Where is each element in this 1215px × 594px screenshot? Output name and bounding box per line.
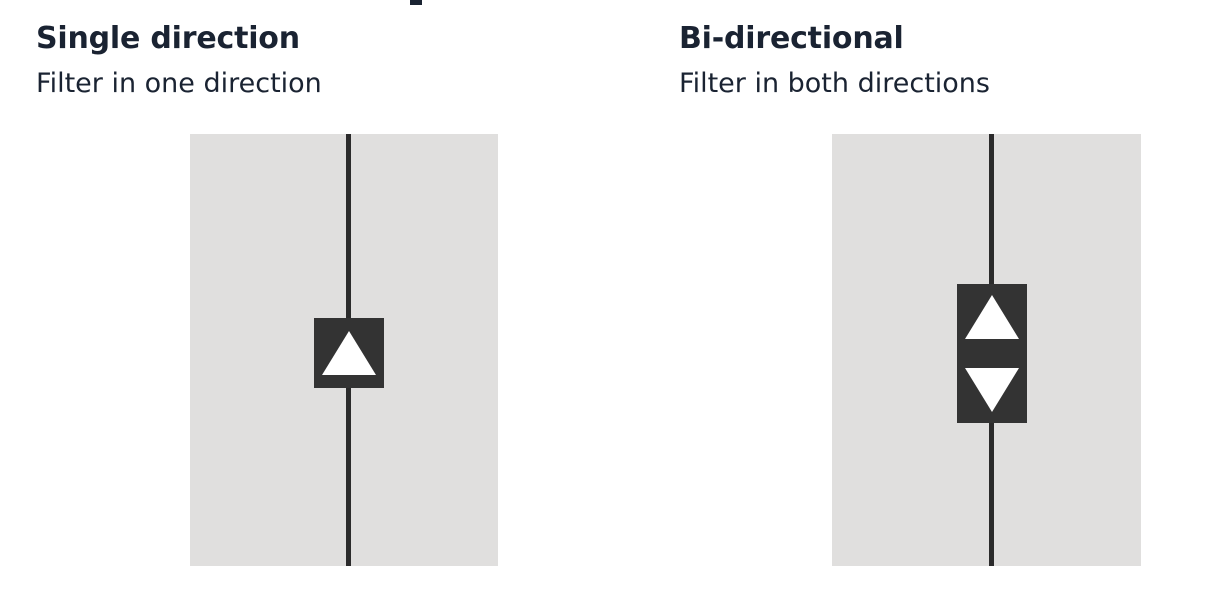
filter-direction-marker [957,284,1027,423]
single-direction-subtitle: Filter in one direction [36,68,322,99]
arrow-up-icon [322,331,376,375]
cropped-heading-fragment [410,0,422,5]
bidirectional-heading: Bi-directional [679,21,904,56]
bidirectional-subtitle: Filter in both directions [679,68,990,99]
arrow-up-icon [965,295,1019,339]
arrow-down-icon [965,368,1019,412]
single-direction-heading: Single direction [36,21,300,56]
filter-direction-marker [314,318,384,388]
